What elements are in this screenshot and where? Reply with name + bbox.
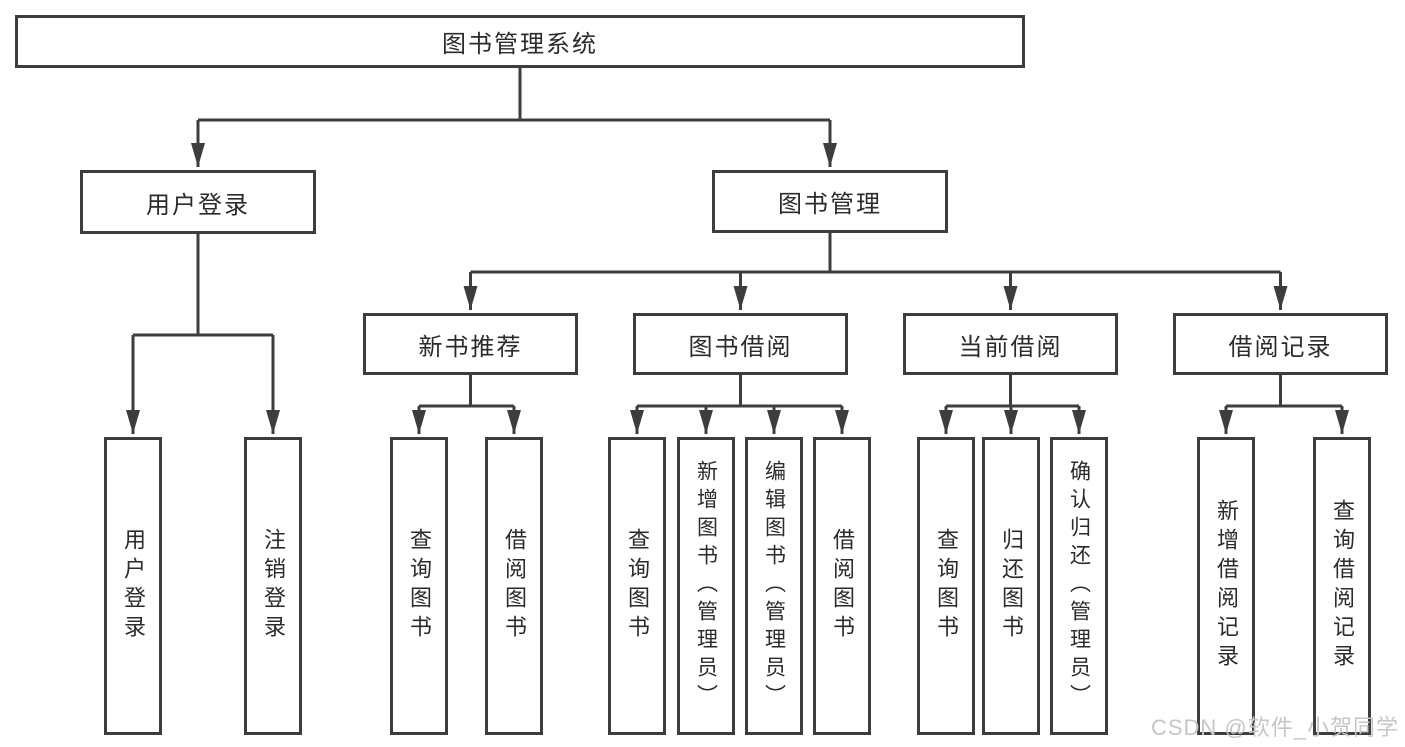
node-book-management: 图书管理 [712, 170, 948, 233]
node-label: 用户登录 [121, 528, 146, 644]
node-label: 注销登录 [261, 528, 286, 644]
node-label: 新增图书（管理员） [694, 460, 718, 712]
edge-user-login-branch [133, 234, 273, 337]
node-leaf-query-books-1: 查询图书 [390, 437, 448, 735]
node-label: 借阅图书 [502, 528, 527, 644]
node-leaf-user-login: 用户登录 [104, 437, 162, 735]
node-label: 查询图书 [407, 528, 432, 644]
node-leaf-query-books-2: 查询图书 [608, 437, 666, 735]
node-label: 新增借阅记录 [1214, 499, 1239, 673]
edge-current-borrow-branch [946, 375, 1079, 408]
edge-borrow-record-branch [1226, 375, 1342, 408]
node-borrowing-records: 借阅记录 [1173, 313, 1388, 375]
node-label: 编辑图书（管理员） [762, 460, 786, 712]
node-leaf-query-borrow-record: 查询借阅记录 [1313, 437, 1371, 735]
edge-new-book-branch [419, 375, 514, 408]
edge-root-branch [198, 68, 830, 122]
watermark: CSDN @软件_小贺同学 [1150, 715, 1399, 740]
node-label: 归还图书 [999, 528, 1024, 644]
node-leaf-add-borrow-record: 新增借阅记录 [1197, 437, 1255, 735]
node-user-login: 用户登录 [80, 170, 316, 234]
node-book-borrowing: 图书借阅 [633, 313, 848, 375]
node-new-book-recommendation: 新书推荐 [363, 313, 578, 375]
node-leaf-logout: 注销登录 [244, 437, 302, 735]
node-label: 查询图书 [934, 528, 959, 644]
node-leaf-query-books-3: 查询图书 [917, 437, 975, 735]
node-leaf-confirm-return-admin: 确认归还（管理员） [1050, 437, 1108, 735]
node-leaf-borrow-books-1: 借阅图书 [485, 437, 543, 735]
node-label: 查询图书 [625, 528, 650, 644]
node-leaf-borrow-books-2: 借阅图书 [813, 437, 871, 735]
node-leaf-edit-books-admin: 编辑图书（管理员） [745, 437, 803, 735]
edge-book-borrow-branch [637, 375, 842, 408]
node-label: 查询借阅记录 [1330, 499, 1355, 673]
node-leaf-add-books-admin: 新增图书（管理员） [677, 437, 735, 735]
node-library-management-system: 图书管理系统 [15, 15, 1025, 68]
node-leaf-return-books: 归还图书 [982, 437, 1040, 735]
edge-book-management-branch [470, 233, 1281, 274]
node-label: 确认归还（管理员） [1067, 460, 1091, 712]
node-current-borrowing: 当前借阅 [903, 313, 1118, 375]
node-label: 借阅图书 [830, 528, 855, 644]
